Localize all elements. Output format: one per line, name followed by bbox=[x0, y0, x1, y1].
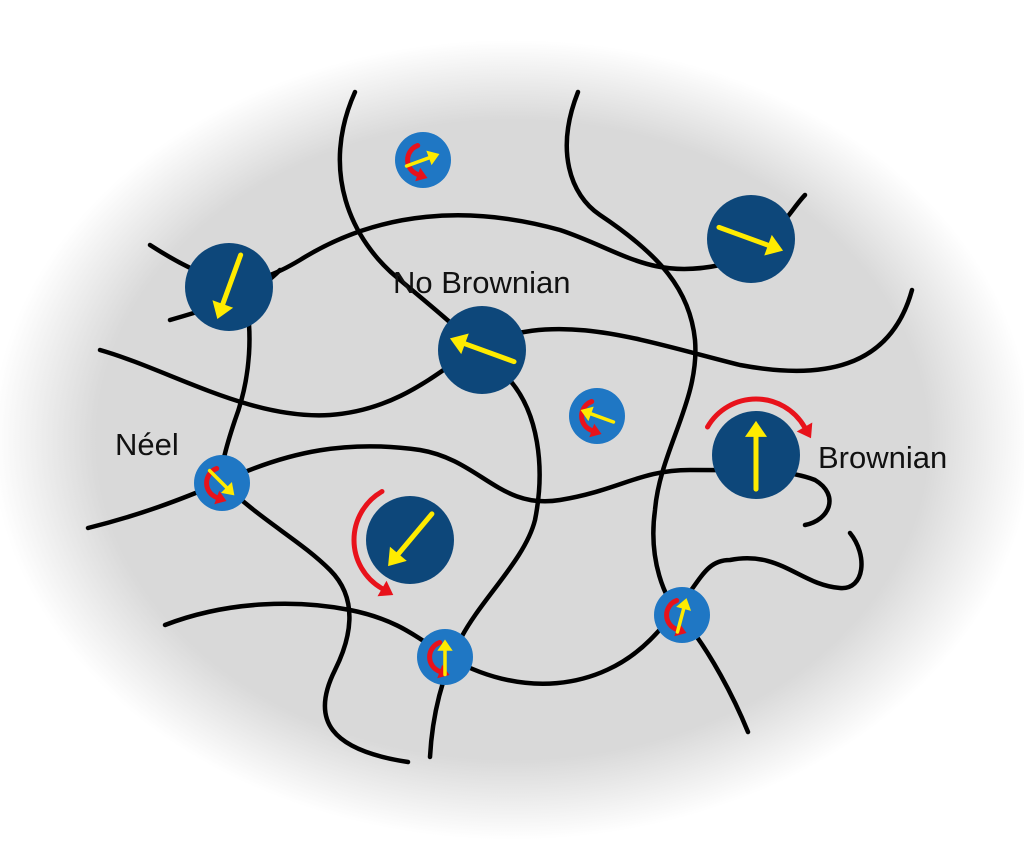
particle-large-5 bbox=[351, 489, 454, 597]
magnetic-moment-arrow bbox=[388, 511, 435, 567]
polymer-chain bbox=[162, 530, 864, 686]
neel-rotation-arrow bbox=[204, 466, 227, 505]
particle-large-1 bbox=[185, 243, 273, 331]
magnetic-moment-arrow bbox=[207, 468, 235, 496]
no-brownian-label: No Brownian bbox=[393, 265, 570, 300]
magnetic-moment-arrow bbox=[449, 333, 517, 365]
particle-small-1 bbox=[395, 132, 451, 188]
particle-small-5 bbox=[654, 587, 710, 643]
particle-small-2 bbox=[569, 388, 625, 444]
brownian-rotation-arrow bbox=[351, 489, 394, 597]
brownian-label: Brownian bbox=[818, 440, 947, 475]
magnetic-moment-arrow bbox=[212, 252, 244, 320]
neel-label: Néel bbox=[115, 427, 179, 462]
neel-rotation-arrow bbox=[579, 399, 602, 438]
particle-large-4 bbox=[705, 396, 813, 499]
particle-large-3 bbox=[707, 195, 795, 283]
magnetic-moment-arrow bbox=[675, 598, 692, 634]
magnetic-moment-arrow bbox=[437, 639, 453, 677]
polymer-chain bbox=[427, 372, 542, 760]
magnetic-moment-arrow bbox=[716, 224, 784, 256]
particle-small-4 bbox=[417, 629, 473, 685]
magnetic-moment-arrow bbox=[745, 420, 767, 492]
brownian-rotation-arrow bbox=[705, 396, 813, 439]
particle-large-2 bbox=[438, 306, 526, 394]
neel-rotation-arrow bbox=[405, 143, 428, 182]
magnetic-moment-arrow bbox=[580, 406, 616, 424]
particle-small-3 bbox=[194, 455, 250, 511]
polymer-chain bbox=[219, 479, 411, 765]
magnetic-moment-arrow bbox=[404, 150, 440, 168]
